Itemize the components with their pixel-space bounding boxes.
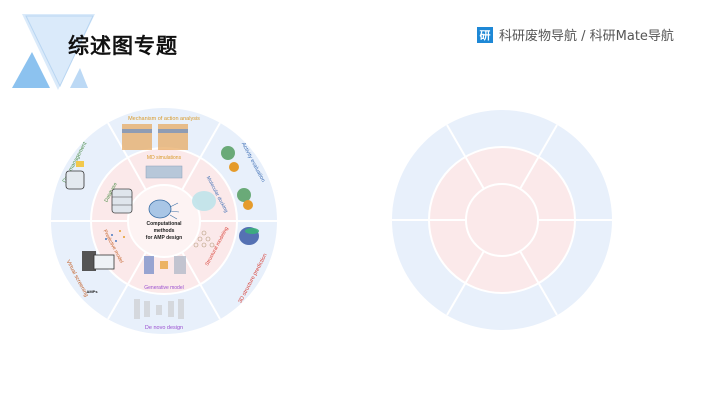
computer-icon bbox=[82, 251, 115, 271]
label-de-novo: De novo design bbox=[145, 325, 183, 331]
label-mechanism: Mechanism of action analysis bbox=[128, 116, 200, 122]
data-management-icon bbox=[65, 161, 85, 190]
predictive-scatter-icon bbox=[105, 230, 125, 242]
amp-design-wheel: Mechanism of action analysis Activity ev… bbox=[51, 108, 277, 334]
activity-tree-icon bbox=[221, 146, 253, 210]
brand-logo-icon: 研 bbox=[477, 26, 493, 43]
center-line-1: Computational bbox=[147, 221, 183, 227]
protein-illustration bbox=[192, 191, 216, 211]
label-md: MD simulations bbox=[147, 155, 182, 161]
3d-protein-icon bbox=[239, 227, 259, 245]
template-wheel bbox=[392, 110, 612, 330]
brand-link[interactable]: 研 科研废物导航 / 科研Mate导航 bbox=[477, 25, 674, 44]
page-title: 综述图专题 bbox=[68, 34, 178, 58]
decorative-triangles bbox=[12, 14, 95, 90]
amps-label: AMPs bbox=[86, 289, 98, 294]
brain-icon bbox=[148, 199, 180, 220]
membrane-illustration bbox=[122, 124, 188, 150]
unet-illustration bbox=[134, 299, 184, 319]
center-line-3: for AMP design bbox=[146, 235, 182, 241]
brand-text: 科研废物导航 / 科研Mate导航 bbox=[499, 29, 674, 44]
label-generative: Generative model bbox=[144, 285, 183, 291]
md-box-illustration bbox=[145, 165, 183, 179]
generative-model-icon bbox=[144, 256, 186, 274]
center-line-2: methods bbox=[154, 228, 175, 234]
database-icon bbox=[111, 188, 133, 214]
neural-network-icon bbox=[193, 230, 215, 248]
